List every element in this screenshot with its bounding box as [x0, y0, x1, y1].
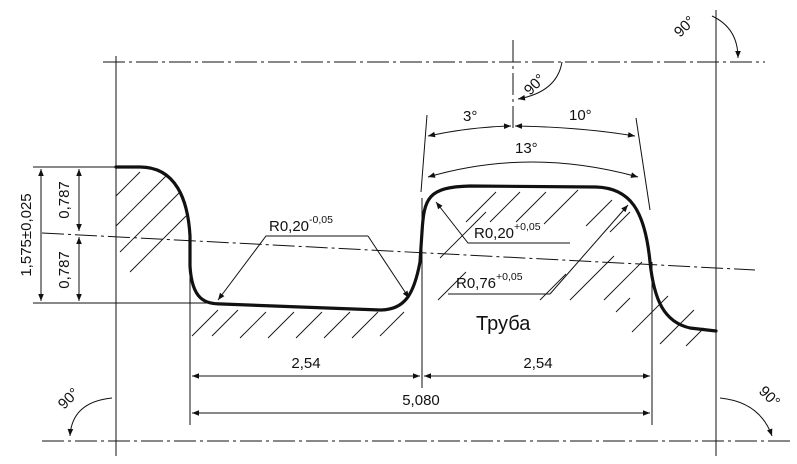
hatch-left-block — [115, 171, 187, 273]
angle-90-top-right-label: 90° — [671, 13, 699, 41]
section-hatching — [115, 171, 705, 347]
width-dimensions — [192, 373, 650, 416]
radius-small-label: R0,20+0,05 — [474, 221, 541, 242]
height-lower-label: 0,787 — [56, 251, 73, 289]
hatch-right-block — [437, 189, 705, 347]
width-total-label: 5,080 — [402, 392, 440, 409]
thread-profile-outline — [114, 165, 718, 333]
width-left-label: 2,54 — [291, 355, 320, 372]
angle-total-label: 13° — [515, 140, 538, 157]
angle-left-label: 3° — [463, 108, 477, 125]
angle-90-bottom-right-label: 90° — [755, 383, 783, 411]
hatch-bottom-groove — [191, 309, 405, 339]
height-dimensions — [38, 169, 82, 301]
angle-dimensions — [67, 15, 773, 437]
center-lines — [41, 40, 790, 442]
extension-lines — [33, 10, 717, 456]
leader-lines — [217, 201, 629, 301]
dimension-labels: 1,575±0,025 0,787 0,787 R0,20-0,05 R0,20… — [18, 13, 783, 413]
height-upper-label: 0,787 — [56, 181, 73, 219]
width-right-label: 2,54 — [523, 355, 552, 372]
part-label: Труба — [476, 313, 531, 335]
radius-large-label: R0,76+0,05 — [456, 271, 523, 292]
angle-right-label: 10° — [569, 107, 592, 124]
angle-90-bottom-left-label: 90° — [55, 385, 83, 413]
angle-90-center-label: 90° — [521, 71, 549, 99]
radius-left-label: R0,20-0,05 — [269, 214, 333, 235]
height-total-label: 1,575±0,025 — [18, 193, 35, 276]
